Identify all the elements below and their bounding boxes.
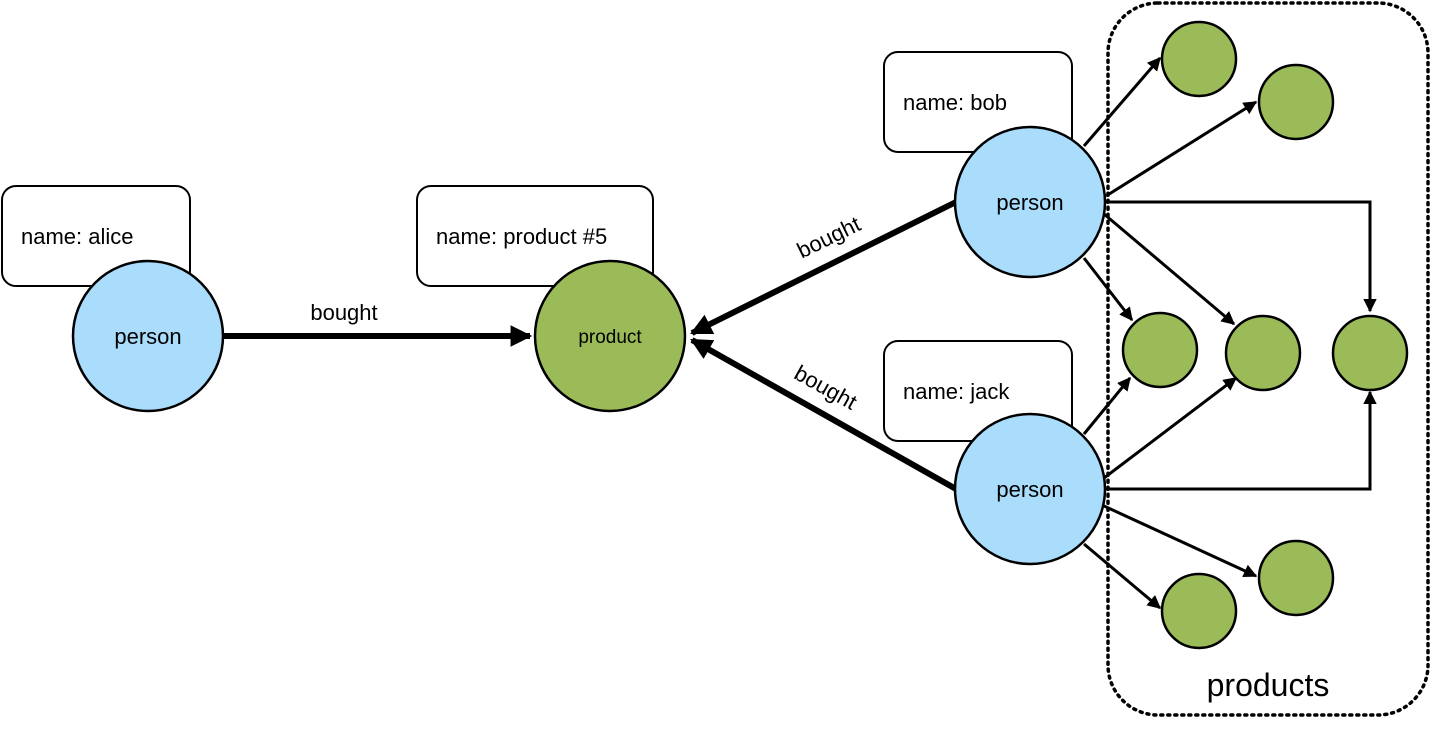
product5-node-type: product <box>578 327 642 348</box>
edge-jack-product-g <box>1106 390 1377 491</box>
bob-person-circle <box>953 125 1107 279</box>
edge-bob-bought-product <box>690 199 958 336</box>
jack-person-circle <box>953 412 1107 566</box>
products-group-border <box>1106 1 1430 717</box>
product-node-d <box>1257 539 1335 617</box>
alice-node-type: person <box>114 324 181 349</box>
bob-person-node: person <box>953 125 1107 279</box>
edge-bob-product-b <box>1105 100 1258 198</box>
product5-circle <box>533 259 687 413</box>
product-node-e <box>1121 311 1199 389</box>
edge-jack-bought-product <box>690 337 958 492</box>
edge-bob-product-g <box>1106 200 1377 313</box>
edge-jack-product-e <box>1082 376 1132 435</box>
edge-bob-product-f <box>1103 212 1236 326</box>
alice-person-node: person <box>71 259 225 413</box>
product-node-b <box>1257 63 1335 141</box>
product5-node: product <box>533 259 687 413</box>
bob-node-type: person <box>996 190 1063 215</box>
edge-jack-bought-label: bought <box>790 360 861 414</box>
alice-label: name: alice <box>21 224 134 249</box>
edge-bob-product-a <box>1082 56 1162 147</box>
jack-person-node: person <box>953 412 1107 566</box>
edge-jack-product-f <box>1103 376 1238 480</box>
product-node-c <box>1160 572 1238 650</box>
jack-node-type: person <box>996 477 1063 502</box>
product5-label-card: name: product #5 <box>416 185 654 287</box>
bob-label: name: bob <box>903 90 1007 115</box>
edge-alice-bought-label: bought <box>310 300 377 325</box>
edge-jack-product-c <box>1083 542 1162 610</box>
edge-bob-product-e <box>1082 257 1134 322</box>
jack-label: name: jack <box>903 379 1010 404</box>
product-node-a <box>1160 20 1238 98</box>
product-node-g <box>1331 314 1409 392</box>
edge-jack-product-d <box>1103 504 1258 578</box>
product-node-f <box>1224 314 1302 392</box>
alice-person-circle <box>71 259 225 413</box>
product5-label: name: product #5 <box>436 224 607 249</box>
products-group-title: products <box>1207 667 1330 703</box>
